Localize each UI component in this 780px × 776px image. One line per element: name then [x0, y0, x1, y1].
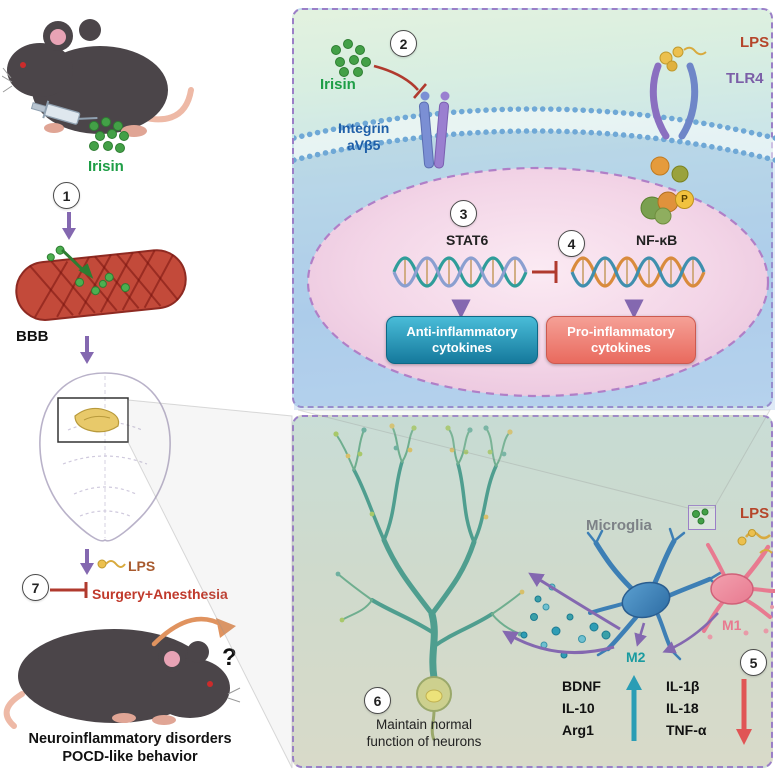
- step-5-badge: 5: [740, 649, 767, 676]
- arrow-m2-to-neuron-lower: [502, 630, 615, 655]
- dna-helix-stat6: [392, 256, 528, 288]
- step-3-badge: 3: [450, 200, 477, 227]
- lps-label-microglia: LPS: [740, 505, 770, 522]
- mouse-eye: [20, 62, 26, 68]
- arrow-m1-to-m2: [662, 612, 719, 654]
- irisin-label-left: Irisin: [88, 158, 124, 175]
- phospho-badge: P: [675, 190, 694, 209]
- inhibition-tbar-icon: [50, 582, 88, 598]
- hippocampus-region: [74, 407, 120, 433]
- lps-glyph-icon: [97, 559, 126, 569]
- tlr4-label: TLR4: [726, 70, 764, 87]
- anti-inflammatory-box: Anti-inflammatory cytokines: [386, 316, 538, 364]
- syringe-icon: [30, 100, 98, 125]
- irisin-dots-in-vessel: [46, 245, 130, 296]
- arrow-down-icon: [62, 212, 76, 240]
- integrin-receptor: [418, 91, 450, 169]
- m1-label: M1: [722, 617, 742, 633]
- axon: [430, 710, 436, 741]
- step-4-badge: 4: [558, 230, 585, 257]
- step-2-badge: 2: [390, 30, 417, 57]
- mouse-eye: [207, 681, 213, 687]
- lps-box-dots: [692, 508, 709, 525]
- bbb-label: BBB: [16, 328, 49, 345]
- nfkb-protein-blobs: [640, 191, 679, 225]
- irisin-inhibit-tbar: [373, 64, 427, 99]
- microglia-panel: LPS Microglia M2 M1 5 6 Maintain normal …: [292, 415, 775, 768]
- step-7-badge: 7: [22, 574, 49, 601]
- mouse-pocd-illustration: [3, 629, 241, 729]
- neuron-illustration: [333, 423, 525, 741]
- signaling-panel: 2 Irisin LPS TLR4 Integrin aVβ5 3 STAT6 …: [292, 8, 775, 410]
- integrin-label: Integrin aVβ5: [338, 120, 390, 153]
- whiskers: [2, 67, 13, 93]
- microglia-m1-cell: [702, 529, 775, 640]
- lps-zoom-box: [688, 505, 716, 530]
- membrane-outer-leaflet: [294, 106, 775, 141]
- blood-vessel-illustration: [15, 245, 187, 321]
- outcome-text: Neuroinflammatory disorders POCD-like be…: [28, 731, 232, 766]
- microglia-art: [333, 423, 775, 741]
- curved-arrow-icon: [151, 616, 236, 647]
- whiskers: [227, 687, 241, 703]
- irisin-label-panel: Irisin: [320, 76, 356, 93]
- irisin-dots: [331, 39, 371, 77]
- nfkb-label: NF-κB: [636, 232, 678, 248]
- soma-nucleus: [425, 689, 443, 703]
- up-arrow-icon: [626, 675, 642, 741]
- pro-inflammatory-box: Pro-inflammatory cytokines: [546, 316, 696, 364]
- stat6-inhibits-nfkb-tbar: [532, 261, 558, 283]
- zoom-source-box: [57, 397, 129, 443]
- tlr4-receptor: [649, 46, 707, 183]
- step-6-badge: 6: [364, 687, 391, 714]
- arrow-down-icon: [80, 549, 94, 575]
- dendrite-buds: [333, 423, 525, 637]
- arrow-to-m2-label: [634, 622, 647, 647]
- arrow-down-icon: [80, 336, 94, 364]
- m1-marker-list: IL-1β IL-18 TNF-α: [666, 678, 707, 738]
- microglia-label: Microglia: [586, 517, 652, 534]
- surgery-anesthesia-label: Surgery+Anesthesia: [92, 586, 228, 602]
- arrow-m2-to-neuron-upper: [528, 572, 621, 631]
- membrane-inner-leaflet: [294, 128, 775, 163]
- lps-label-left: LPS: [128, 558, 156, 574]
- stat6-label: STAT6: [446, 232, 489, 248]
- irisin-dots: [89, 117, 129, 153]
- down-arrow-icon: [736, 679, 752, 745]
- brain-section-illustration: [39, 372, 171, 542]
- m2-marker-list: BDNF IL-10 Arg1: [562, 678, 601, 738]
- microglia-m2-cell: [586, 527, 722, 661]
- cytokine-dots: [520, 583, 611, 659]
- step-1-badge: 1: [53, 182, 80, 209]
- dna-helix-nfkb: [570, 256, 706, 288]
- maintain-function-text: Maintain normal function of neurons: [366, 717, 482, 749]
- m2-label: M2: [626, 649, 646, 665]
- lps-label-panel: LPS: [740, 34, 770, 51]
- question-mark: ?: [222, 644, 237, 671]
